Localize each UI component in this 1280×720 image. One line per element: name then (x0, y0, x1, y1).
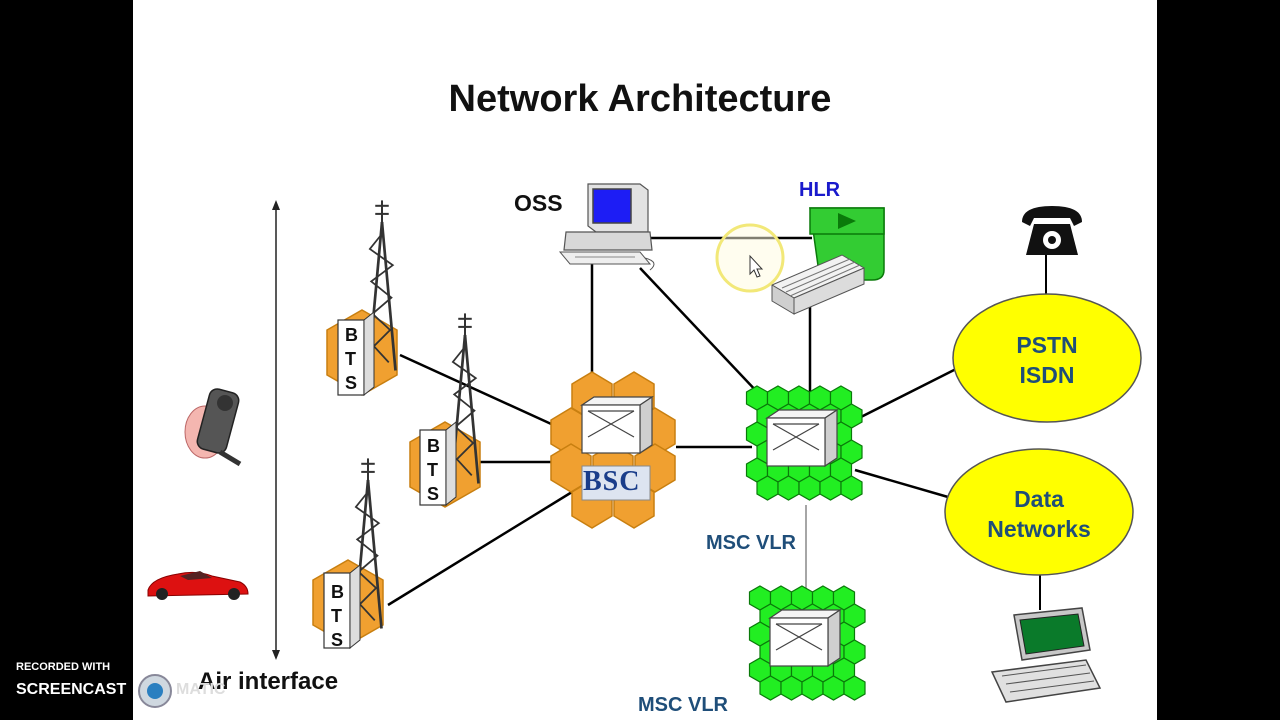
laptop-icon[interactable] (990, 607, 1102, 703)
bts-station-3[interactable] (312, 457, 384, 650)
data-networks-cloud[interactable] (944, 448, 1134, 576)
disk-storage-icon (770, 254, 866, 315)
hlr-database[interactable] (770, 207, 885, 315)
hlr-label: HLR (799, 179, 841, 201)
oss-label: OSS (514, 190, 563, 216)
screencast-logo-icon (138, 674, 172, 708)
air-interface-label: Air interface (198, 668, 339, 695)
msc-vlr-label-top: MSC VLR (706, 532, 796, 554)
watermark-line2: SCREENCAST (16, 681, 127, 698)
air-interface-arrow (272, 200, 280, 660)
bsc-node[interactable] (550, 371, 676, 529)
cursor-highlight (715, 223, 785, 293)
telephone-icon[interactable] (1022, 206, 1082, 255)
mobile-phone-icon[interactable] (184, 387, 242, 467)
car-icon[interactable] (147, 571, 249, 600)
msc-vlr-node-top[interactable] (745, 385, 863, 501)
computer-icon[interactable] (558, 183, 655, 271)
watermark-line1: RECORDED WITH (16, 661, 111, 673)
bts-station-1[interactable] (326, 199, 398, 397)
bts-station-2[interactable] (409, 312, 481, 508)
msc-vlr-label-bottom: MSC VLR (638, 694, 728, 716)
pstn-isdn-cloud[interactable] (952, 293, 1142, 423)
watermark-line3: MATIC (176, 681, 226, 698)
connection-lines (387, 236, 1047, 610)
msc-vlr-node-bottom[interactable] (748, 585, 866, 701)
page-title: Network Architecture (448, 78, 832, 120)
bsc-label: BSC (583, 466, 641, 497)
